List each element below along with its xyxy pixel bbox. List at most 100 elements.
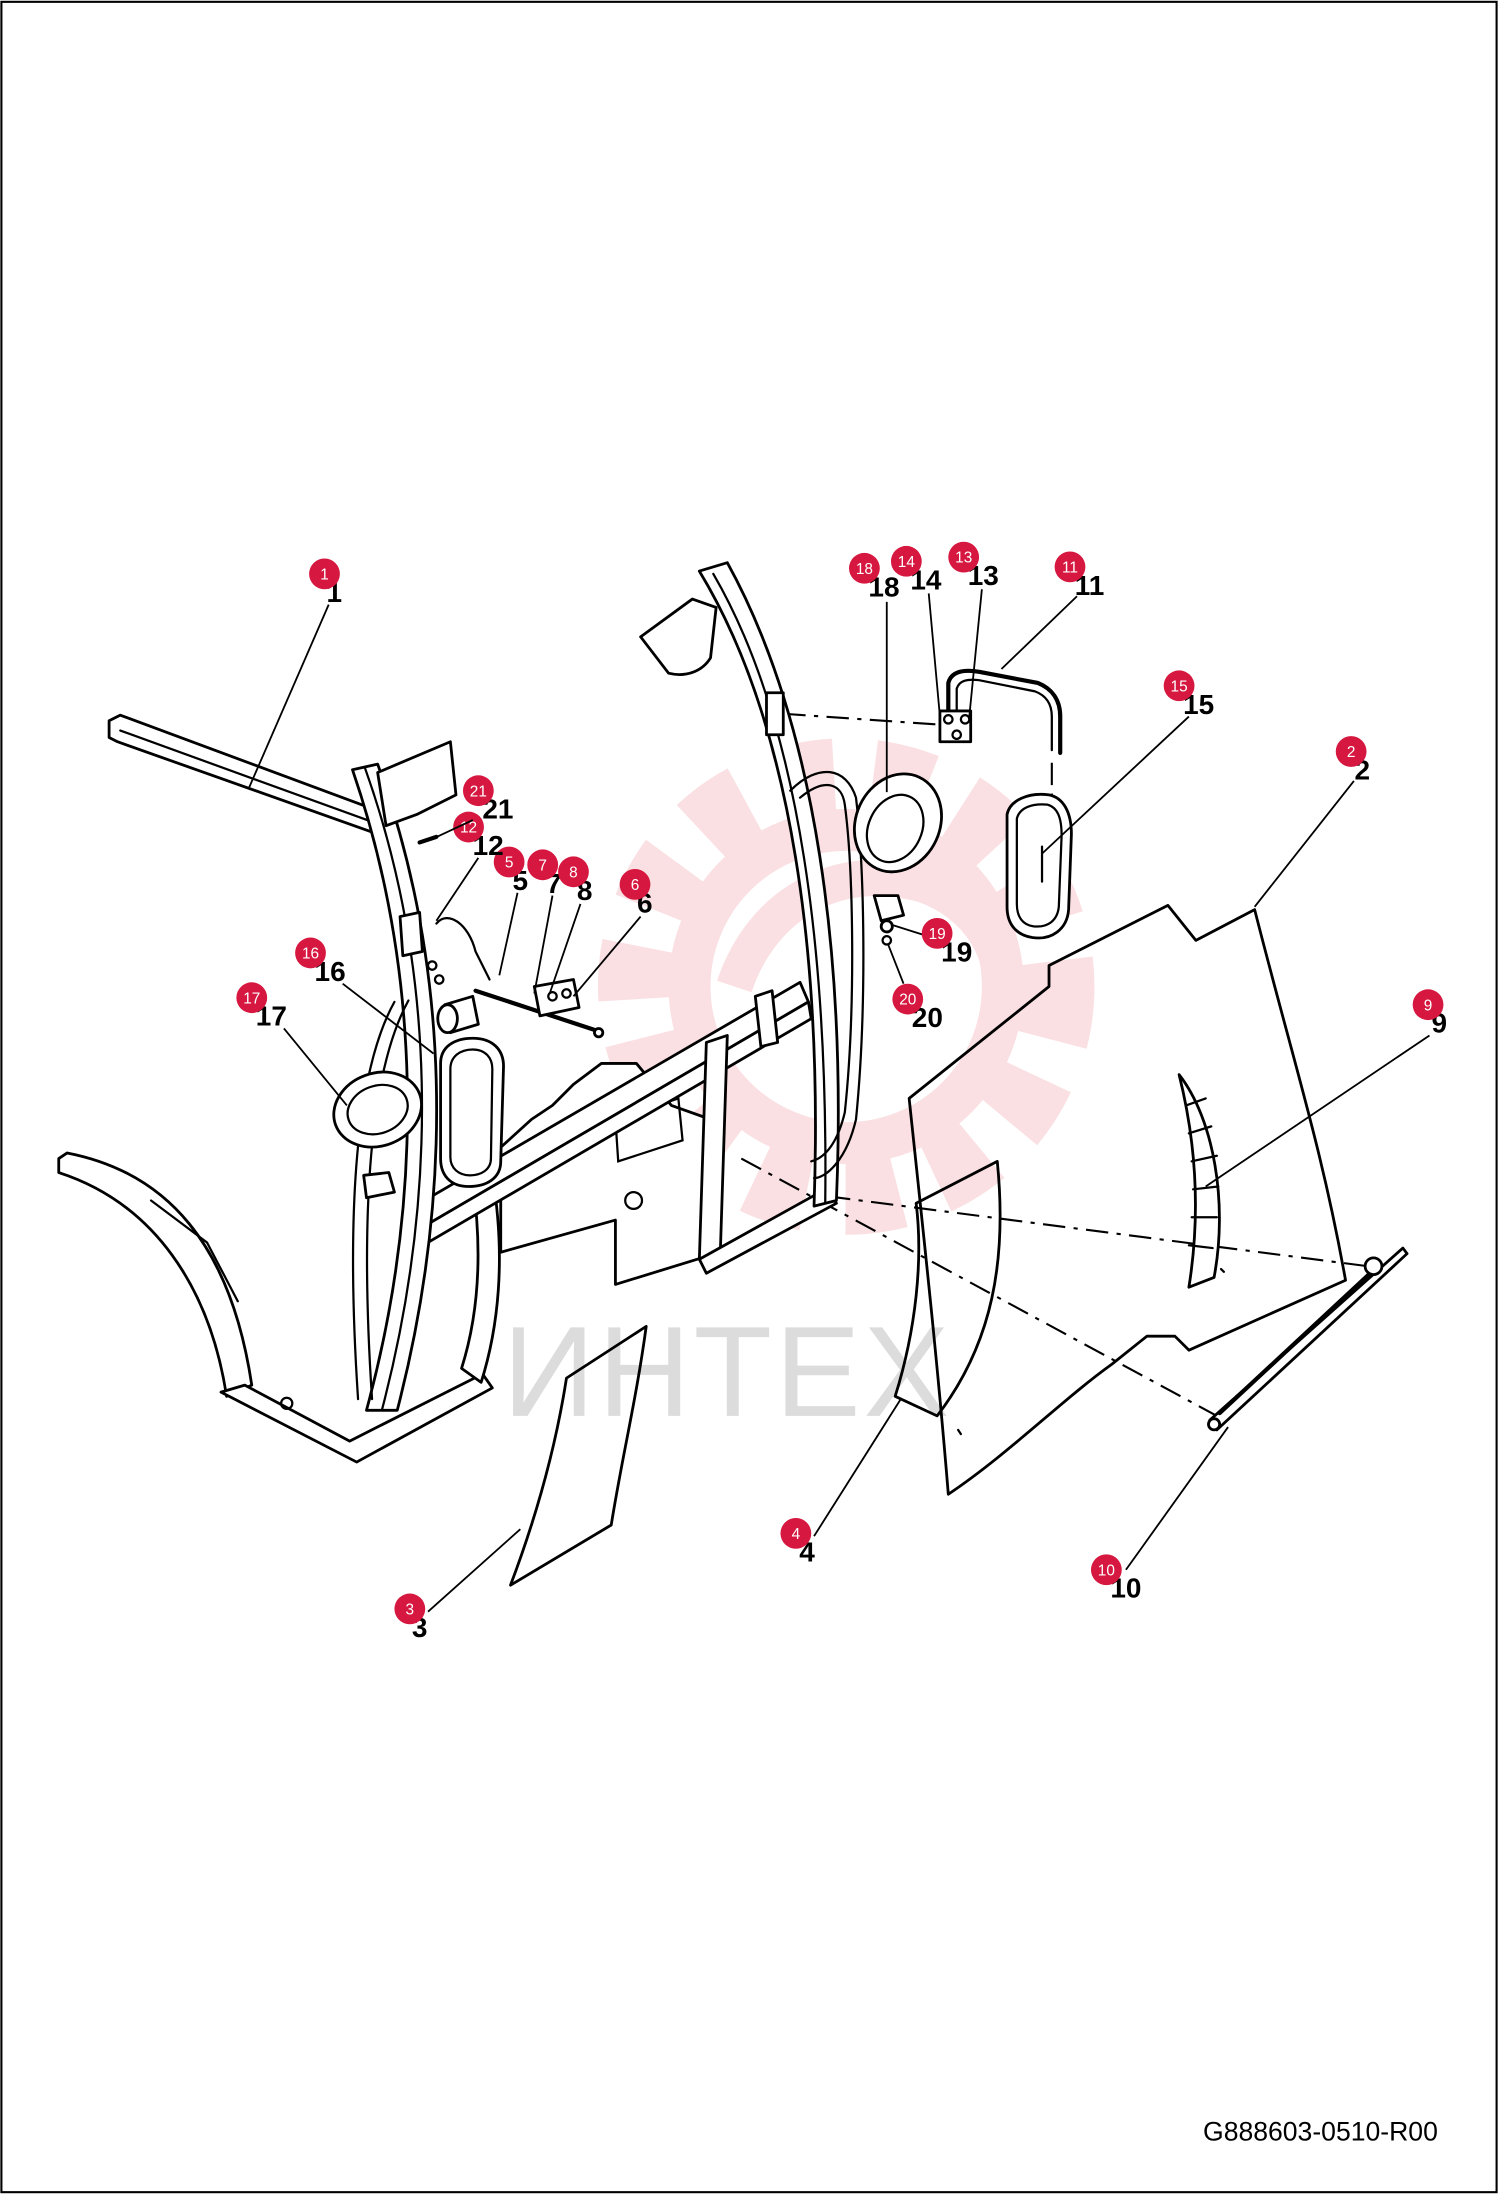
part-3-left-glass [509,1324,648,1587]
callout-marker-number[interactable]: 18 [856,561,873,578]
callout-marker[interactable] [890,545,922,577]
leader-line [435,857,480,922]
callout-18[interactable]: 18 18 [849,552,900,793]
callout-marker-number[interactable]: 8 [569,864,578,881]
callout-1[interactable]: 1 1 [248,558,342,789]
leader-line [892,924,924,936]
callout-marker-number[interactable]: 10 [1098,1562,1115,1579]
callout-5[interactable]: 5 5 [493,846,528,976]
callout-20[interactable]: 20 20 [887,944,943,1034]
callout-marker[interactable] [453,811,484,843]
callout-marker[interactable] [527,849,559,881]
callout-marker-number[interactable]: 1 [320,566,329,583]
leader-line [1253,780,1355,908]
part-4-side-glass [893,1159,1002,1418]
callout-9[interactable]: 9 9 [1205,989,1447,1188]
callouts: 1 1 2 2 3 3 4 4 5 5 [236,541,1447,1643]
callout-marker-number[interactable]: 5 [505,855,514,872]
callout-14[interactable]: 14 14 [890,545,942,717]
callout-2[interactable]: 2 2 [1253,736,1370,908]
callout-3[interactable]: 3 3 [394,1528,521,1643]
leader-line [968,589,983,717]
part-11-mirror-arm [946,668,1063,756]
callout-marker-number[interactable]: 4 [792,1526,801,1543]
callout-marker-number[interactable]: 19 [929,926,946,943]
callout-marker-number[interactable]: 3 [406,1602,415,1619]
middle-post [697,1034,838,1275]
callout-marker-number[interactable]: 11 [1062,559,1078,576]
right-door-frame [753,770,865,1180]
callout-marker[interactable] [780,1518,812,1549]
part-20-washer [881,935,893,946]
callout-15[interactable]: 15 15 [1041,670,1214,855]
callout-marker[interactable] [948,541,980,573]
leader-line [283,1027,348,1106]
callout-11[interactable]: 11 11 [1000,551,1104,670]
parts-13-14-bracket [938,709,973,744]
callout-marker-number[interactable]: 17 [243,990,260,1007]
callout-marker[interactable] [1163,670,1195,702]
callout-marker-number[interactable]: 21 [470,783,487,800]
callout-marker[interactable] [849,552,880,584]
callout-marker[interactable] [493,846,525,878]
rear-sun-visor [639,597,718,676]
callout-4[interactable]: 4 4 [780,1398,902,1567]
callout-marker[interactable] [558,856,589,888]
left-front-fender [57,1151,254,1398]
part-17-left-work-lamp [332,1070,423,1200]
callout-marker[interactable] [619,869,651,900]
leader-line [548,903,582,994]
callout-marker-number[interactable]: 2 [1347,744,1356,761]
callout-marker[interactable] [236,982,268,1014]
part-5-roller [436,994,480,1035]
callout-marker[interactable] [1412,989,1444,1021]
part-18-right-work-lamp [852,772,943,923]
callout-7[interactable]: 7 7 [527,849,562,994]
cab-floor-frame [219,1173,501,1464]
front-sun-visor [376,740,458,828]
callout-6[interactable]: 6 6 [572,869,653,997]
part-2-rear-glass [907,903,1347,1496]
callout-marker[interactable] [394,1593,426,1625]
leader-line [1000,595,1078,670]
part-19-nut [879,919,894,934]
part-9-vent-grille [1177,1073,1221,1289]
part-15-right-mirror [1005,792,1073,940]
callout-marker-number[interactable]: 9 [1424,997,1433,1014]
callout-marker-number[interactable]: 13 [955,550,972,567]
watermark-text: ИНТЕХ [503,1301,953,1444]
callout-marker-number[interactable]: 6 [631,877,640,894]
leader-line [498,892,519,976]
callout-marker[interactable] [462,775,494,807]
callout-marker[interactable] [309,558,340,590]
leader-line [572,915,642,997]
callout-10[interactable]: 10 10 [1090,1426,1229,1604]
callout-marker[interactable] [1054,551,1086,583]
callout-marker[interactable] [295,937,326,969]
callout-marker-number[interactable]: 20 [899,992,916,1009]
callout-marker-number[interactable]: 14 [898,554,916,571]
rear-glass-mark [1219,1267,1225,1273]
callout-marker[interactable] [921,917,953,949]
rear-glass-mark [956,1428,963,1436]
callout-16[interactable]: 16 16 [295,937,435,1055]
leader-line [1205,1034,1430,1188]
leader-line [927,593,941,717]
watermark-gear-logo [597,738,1095,1235]
callout-marker[interactable] [1335,736,1367,767]
callout-marker-number[interactable]: 16 [302,946,319,963]
leader-line [248,604,330,789]
callout-13[interactable]: 13 13 [948,541,999,717]
rear-right-pillar [639,561,840,1208]
callout-marker-number[interactable]: 7 [538,857,547,874]
callout-8[interactable]: 8 8 [548,856,593,994]
leader-line [1041,715,1190,855]
callout-17[interactable]: 17 17 [236,982,348,1106]
callout-marker[interactable] [892,983,924,1015]
part-10-wiper-blade [1207,1246,1409,1432]
callout-marker-number[interactable]: 15 [1171,678,1188,695]
callout-21[interactable]: 21 21 [430,775,514,841]
callout-19[interactable]: 19 19 [892,917,972,967]
callout-marker[interactable] [1090,1554,1122,1586]
